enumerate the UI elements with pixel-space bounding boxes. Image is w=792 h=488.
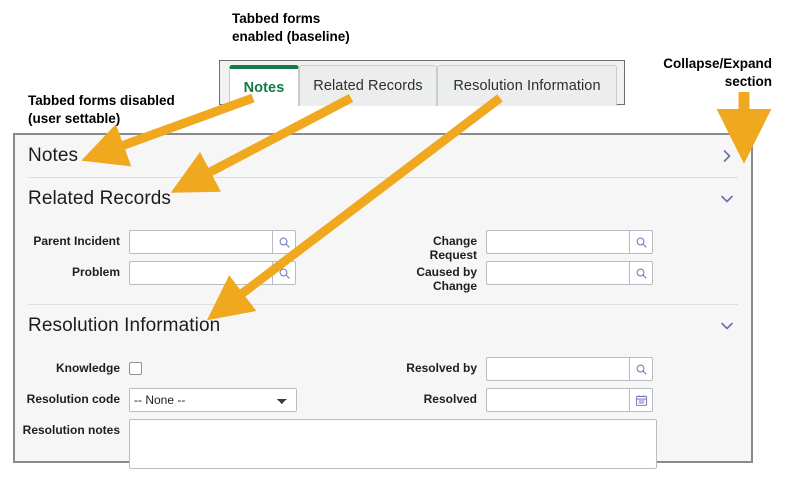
section-header-related-records[interactable]: Related Records — [15, 178, 751, 220]
resolved-by-search-icon[interactable] — [629, 357, 653, 381]
field-resolution-notes: Resolution notes — [15, 419, 657, 469]
field-label-parent-incident: Parent Incident — [33, 234, 120, 248]
field-label-resolution-notes: Resolution notes — [22, 423, 120, 437]
section-header-notes[interactable]: Notes — [15, 135, 751, 177]
field-change-request: Change Request — [390, 230, 745, 263]
problem-search-icon[interactable] — [272, 261, 296, 285]
tab-strip: Notes Related Records Resolution Informa… — [219, 60, 625, 106]
resolved-by-input[interactable] — [486, 357, 629, 381]
field-caused-by-change: Caused by Change — [390, 261, 745, 294]
parent-incident-input[interactable] — [129, 230, 272, 254]
field-label-change-request: Change Request — [429, 234, 477, 262]
caused-by-change-search-icon[interactable] — [629, 261, 653, 285]
tab-resolution-information-label: Resolution Information — [453, 78, 601, 94]
resolved-input[interactable] — [486, 388, 629, 412]
chevron-down-icon[interactable] — [719, 318, 735, 334]
parent-incident-search-icon[interactable] — [272, 230, 296, 254]
field-row: Problem Caused by Change — [15, 261, 751, 293]
annotation-tabbed-forms-disabled: Tabbed forms disabled (user settable) — [28, 93, 175, 127]
field-row: Parent Incident Change Request — [15, 230, 751, 262]
field-resolved: Resolved — [390, 388, 745, 412]
field-resolution-code: Resolution code -- None -- — [15, 388, 390, 412]
annotation-tabbed-forms-enabled: Tabbed forms enabled (baseline) — [232, 11, 350, 45]
resolved-calendar-icon[interactable] — [629, 388, 653, 412]
field-label-resolved-by: Resolved by — [406, 361, 477, 375]
tab-related-records[interactable]: Related Records — [299, 65, 437, 106]
resolution-code-select[interactable]: -- None -- — [129, 388, 297, 412]
field-knowledge: Knowledge — [15, 357, 390, 376]
field-label-resolved: Resolved — [423, 392, 477, 406]
resolution-information-fields: Knowledge Resolved by Resolut — [15, 347, 751, 488]
tab-resolution-information[interactable]: Resolution Information — [437, 65, 617, 106]
section-title-notes: Notes — [28, 145, 79, 166]
tab-notes[interactable]: Notes — [229, 65, 299, 106]
field-problem: Problem — [15, 261, 390, 285]
change-request-search-icon[interactable] — [629, 230, 653, 254]
knowledge-checkbox[interactable] — [129, 362, 142, 375]
field-row: Knowledge Resolved by — [15, 357, 751, 381]
caused-by-change-input[interactable] — [486, 261, 629, 285]
field-row: Resolution code -- None -- Resolved — [15, 388, 751, 412]
field-label-resolution-code: Resolution code — [26, 392, 120, 406]
tab-notes-label: Notes — [243, 79, 285, 96]
section-title-resolution-information: Resolution Information — [28, 315, 221, 336]
field-parent-incident: Parent Incident — [15, 230, 390, 254]
section-header-resolution-information[interactable]: Resolution Information — [15, 305, 751, 347]
change-request-input[interactable] — [486, 230, 629, 254]
annotation-collapse-expand: Collapse/Expand section — [663, 56, 772, 90]
field-label-caused-by-change: Caused by Change — [416, 265, 477, 293]
field-resolved-by: Resolved by — [390, 357, 745, 381]
chevron-right-icon[interactable] — [719, 148, 735, 164]
resolution-notes-textarea[interactable] — [129, 419, 657, 469]
field-label-problem: Problem — [71, 265, 120, 279]
section-title-related-records: Related Records — [28, 188, 172, 209]
field-row: Resolution notes — [15, 419, 751, 469]
related-records-fields: Parent Incident Change Request — [15, 220, 751, 304]
field-label-knowledge: Knowledge — [55, 361, 120, 375]
problem-input[interactable] — [129, 261, 272, 285]
tab-related-records-label: Related Records — [313, 78, 423, 94]
chevron-down-icon[interactable] — [719, 191, 735, 207]
form-panel: Notes Related Records Parent Incident — [13, 133, 753, 469]
